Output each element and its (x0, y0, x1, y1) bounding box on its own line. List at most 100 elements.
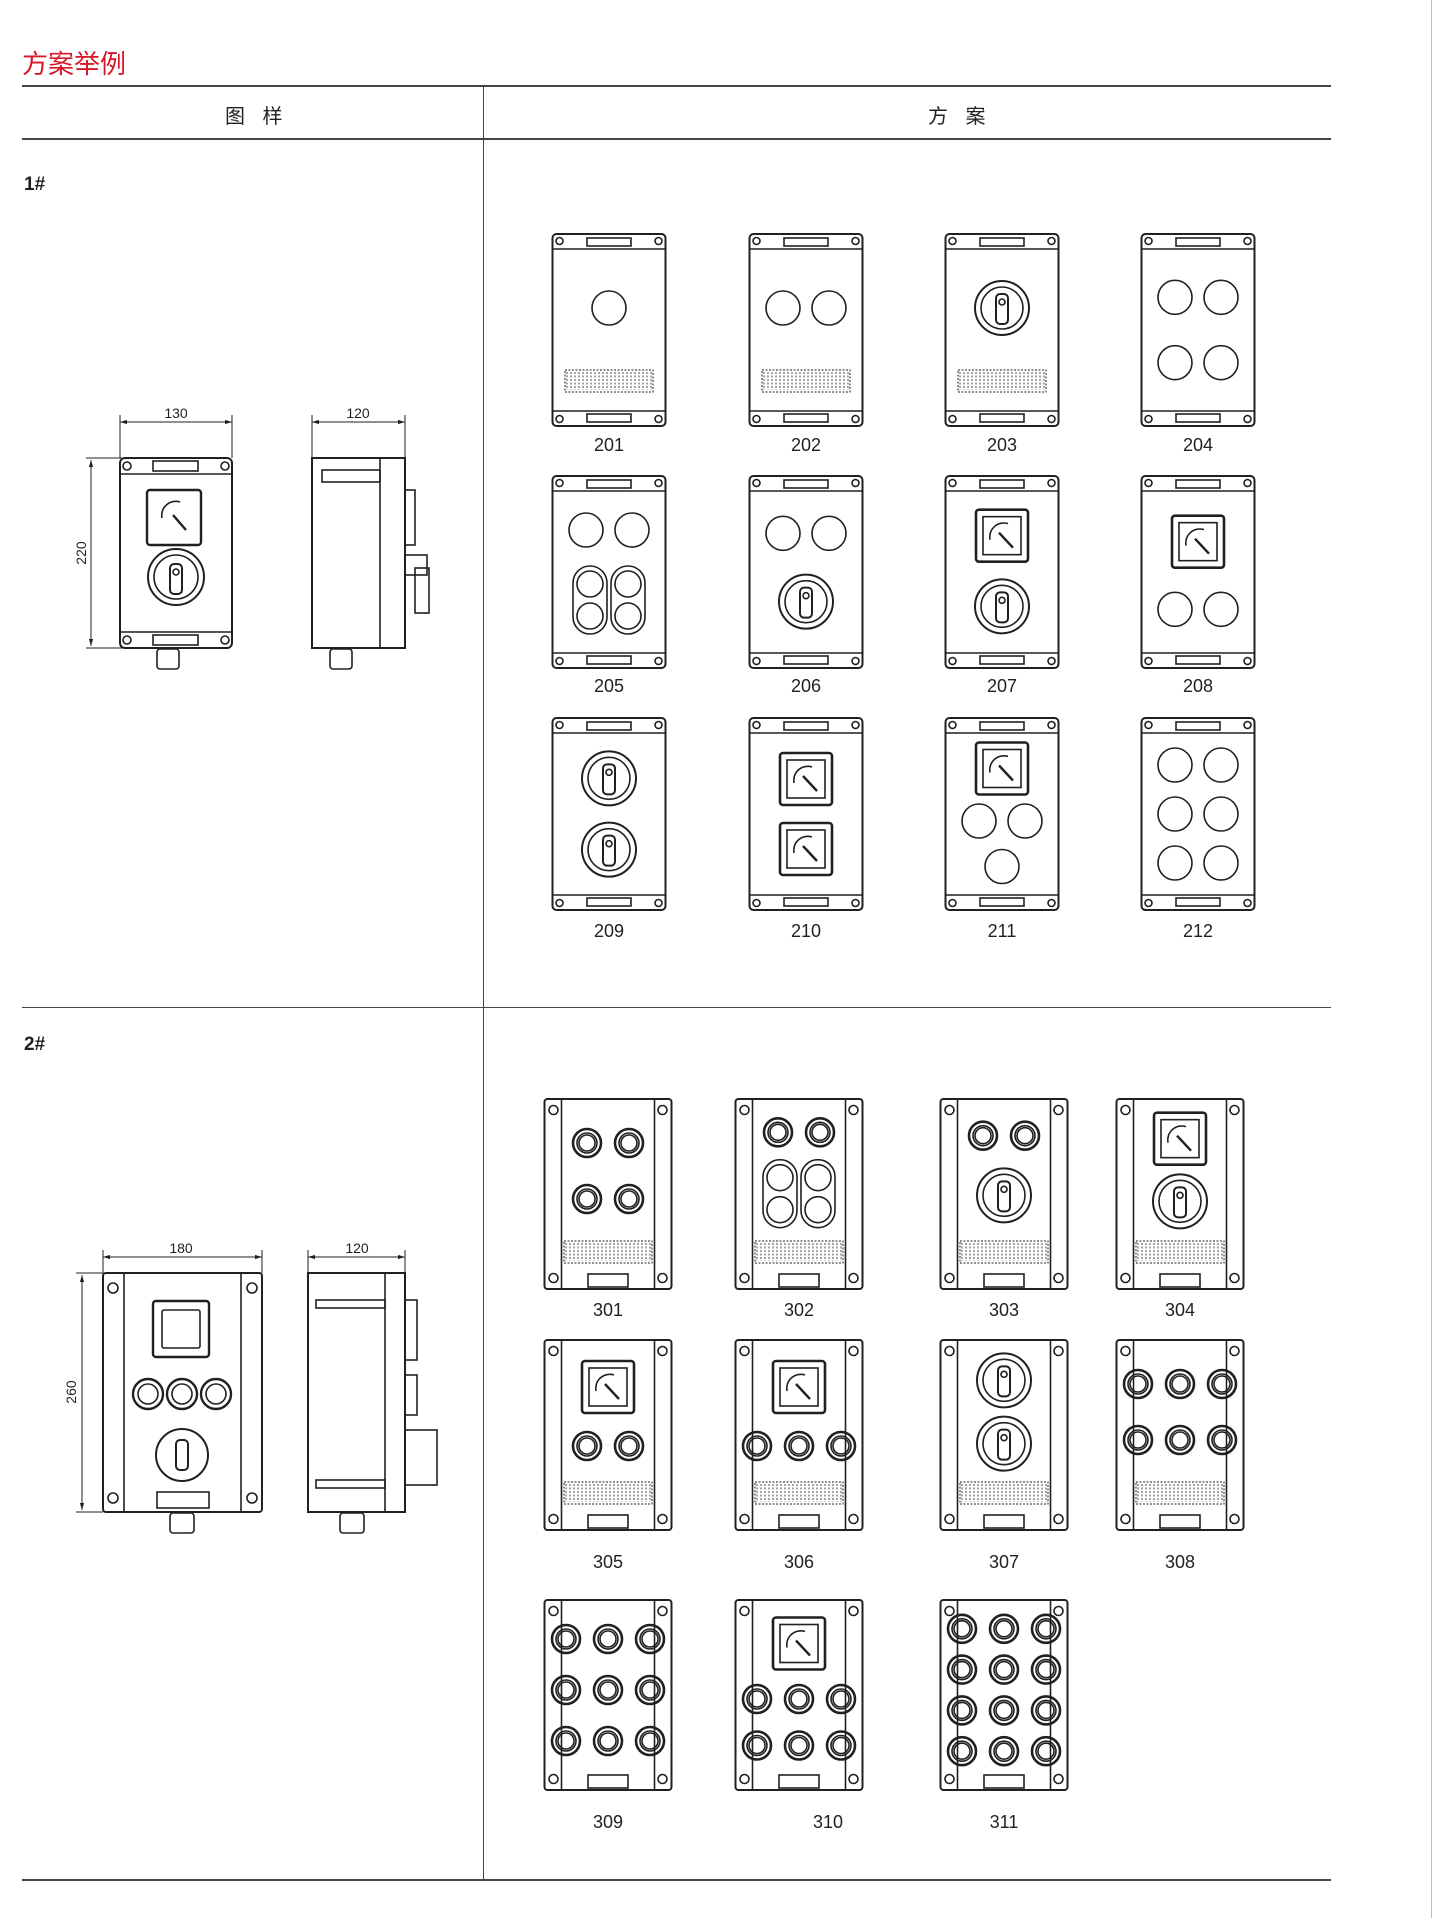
scheme-208 (1140, 475, 1256, 669)
ring-icon (946, 1695, 978, 1726)
ring-icon (825, 1430, 857, 1462)
scheme-311 (939, 1599, 1069, 1791)
ring-icon (592, 1623, 624, 1655)
ring-icon (1164, 1424, 1196, 1456)
button-icon (568, 512, 604, 548)
scheme-304 (1115, 1098, 1245, 1290)
meter-icon (778, 821, 834, 877)
button-icon (765, 290, 801, 326)
button-icon (1157, 591, 1193, 628)
button-icon (1157, 279, 1193, 316)
vent-grill (1135, 1481, 1225, 1505)
vent-grill (563, 1481, 653, 1505)
ring-icon (571, 1127, 603, 1159)
meter-icon (974, 508, 1030, 563)
switch-icon (581, 750, 637, 807)
switch-icon (778, 573, 834, 630)
scheme-302 (734, 1098, 864, 1290)
meter-icon (771, 1359, 827, 1415)
meter-icon (778, 751, 834, 807)
header-bottom-rule (22, 138, 1331, 140)
button-icon (1157, 796, 1193, 832)
scheme-210 (748, 717, 864, 911)
switch-icon (1152, 1173, 1208, 1230)
scheme-201 (551, 233, 667, 427)
scheme-label: 302 (784, 1300, 814, 1320)
switch-icon (581, 821, 637, 878)
vent-grill (1135, 1240, 1225, 1264)
scheme-212 (1140, 717, 1256, 911)
scheme-310 (734, 1599, 864, 1791)
scheme-206 (748, 475, 864, 669)
scheme-label: 209 (594, 921, 624, 941)
ring-icon (571, 1183, 603, 1215)
scheme-label: 310 (813, 1812, 843, 1832)
scheme-label: 204 (1183, 435, 1213, 455)
scheme-label: 205 (594, 676, 624, 696)
ring-icon (783, 1730, 815, 1761)
ring-icon (613, 1183, 645, 1215)
ring-icon (550, 1674, 582, 1706)
switch-icon (976, 1167, 1032, 1224)
button-icon (1203, 845, 1239, 881)
vent-grill (761, 369, 851, 393)
scheme-label: 308 (1165, 1552, 1195, 1572)
enclosure-1-front-view: 130 220 (73, 405, 233, 670)
scheme-309 (543, 1599, 673, 1791)
double-button-icon (572, 565, 608, 635)
enclosure-1-side-view: 120 (311, 405, 430, 670)
scheme-label: 303 (989, 1300, 1019, 1320)
scheme-label: 201 (594, 435, 624, 455)
vent-grill (959, 1481, 1049, 1505)
scheme-label: 211 (988, 921, 1017, 941)
ring-icon (741, 1683, 773, 1715)
ring-icon (988, 1695, 1020, 1726)
button-icon (811, 290, 847, 326)
ring-icon (1164, 1368, 1196, 1400)
ring-icon (825, 1730, 857, 1761)
ring-icon (592, 1674, 624, 1706)
ring-icon (946, 1613, 978, 1645)
scheme-label: 305 (593, 1552, 623, 1572)
button-icon (984, 848, 1020, 885)
vent-grill (754, 1240, 844, 1264)
ring-icon (988, 1654, 1020, 1685)
scheme-label: 304 (1165, 1300, 1195, 1320)
scheme-301 (543, 1098, 673, 1290)
button-icon (765, 515, 801, 552)
ring-icon (1030, 1613, 1062, 1645)
ring-icon (804, 1117, 836, 1148)
column-divider (483, 86, 484, 1881)
scheme-307 (939, 1339, 1069, 1531)
ring-icon (613, 1430, 645, 1462)
button-icon (1203, 279, 1239, 316)
dim-width-1: 130 (164, 405, 188, 421)
scheme-label: 212 (1183, 921, 1213, 941)
ring-icon (550, 1725, 582, 1757)
scheme-label: 202 (791, 435, 821, 455)
ring-icon (762, 1117, 794, 1148)
meter-icon (580, 1359, 636, 1415)
meter-icon (974, 741, 1030, 796)
dim-height-2: 260 (63, 1380, 79, 1404)
ring-icon (1030, 1654, 1062, 1685)
section-1-label: 1# (24, 174, 46, 195)
scheme-211 (944, 717, 1060, 911)
button-icon (614, 512, 650, 548)
scheme-306 (734, 1339, 864, 1531)
ring-icon (1122, 1424, 1154, 1456)
table-bottom-rule (22, 1879, 1331, 1881)
double-button-icon (762, 1158, 798, 1229)
scheme-303 (939, 1098, 1069, 1290)
dim-height-1: 220 (73, 541, 89, 565)
ring-icon (592, 1725, 624, 1757)
dim-width-2: 180 (169, 1240, 193, 1256)
meter-icon (1170, 514, 1226, 569)
button-icon (1203, 796, 1239, 832)
scheme-label: 309 (593, 1812, 623, 1832)
button-icon (1203, 747, 1239, 783)
button-icon (1203, 591, 1239, 628)
button-icon (1157, 747, 1193, 783)
dim-depth-2: 120 (345, 1240, 369, 1256)
